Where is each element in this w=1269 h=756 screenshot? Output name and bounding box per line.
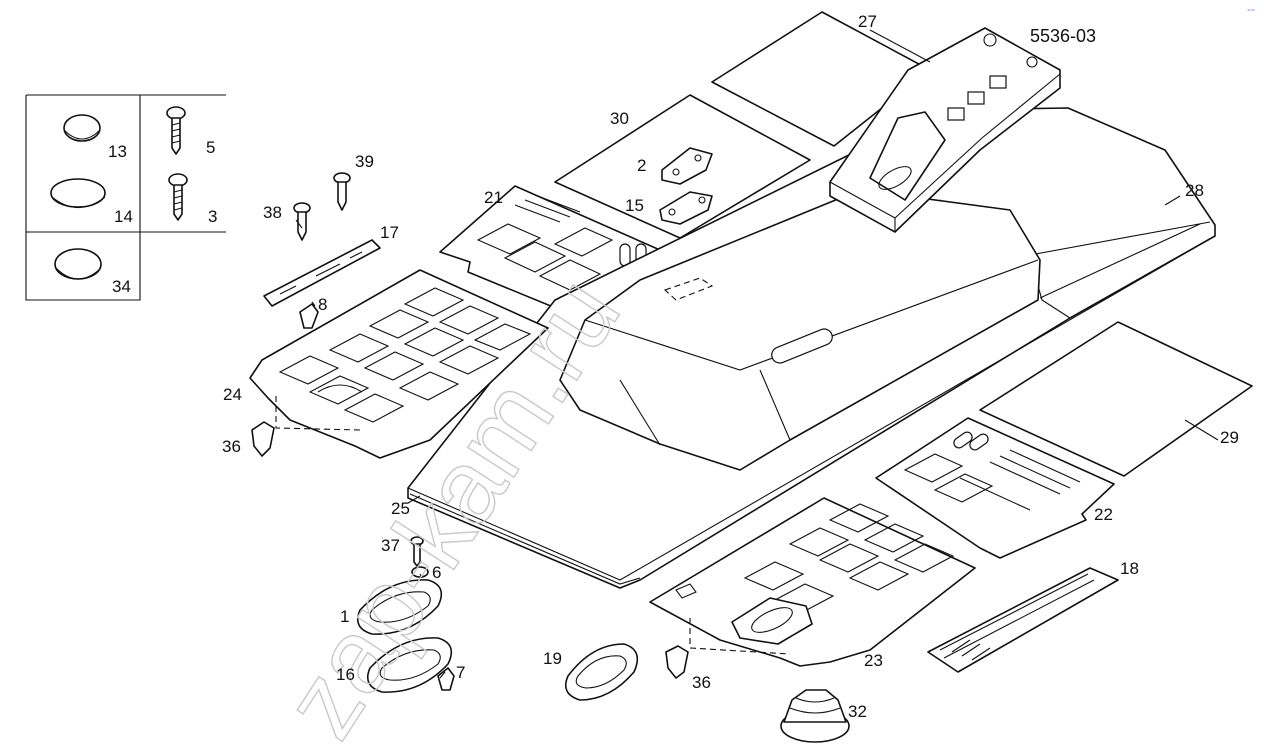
seal-16 (366, 637, 453, 693)
callout-1: 1 (340, 607, 349, 626)
diagram-code: 5536-03 (1030, 26, 1096, 46)
clip-7 (437, 667, 455, 691)
mat-23 (649, 497, 976, 667)
floor-base-25 (407, 27, 1216, 589)
callout-38: 38 (263, 203, 282, 222)
cover-plate-15 (659, 191, 713, 225)
screw-38 (293, 202, 311, 241)
clip-8 (299, 303, 319, 329)
sill-plate-18 (927, 567, 1119, 673)
screw-5-icon (166, 106, 186, 155)
callout-8: 8 (318, 295, 327, 314)
strip-17 (263, 239, 381, 307)
callout-21: 21 (484, 188, 503, 207)
mat-30 (554, 94, 811, 239)
clip-36-right (665, 645, 689, 679)
callout-37: 37 (381, 536, 400, 555)
plug-13-icon (63, 114, 101, 142)
callout-24: 24 (223, 385, 242, 404)
legend-box (25, 94, 226, 301)
callout-labels: 5536-03 13 14 34 5 3 27 28 29 30 2 15 21… (108, 12, 1239, 721)
callout-34: 34 (112, 277, 131, 296)
washer-6 (411, 566, 429, 578)
callout-32: 32 (848, 702, 867, 721)
leader-lines (295, 29, 1219, 679)
callout-13: 13 (108, 142, 127, 161)
seal-1 (356, 579, 443, 635)
mat-22 (875, 417, 1115, 559)
callout-22: 22 (1094, 505, 1113, 524)
callout-27: 27 (858, 12, 877, 31)
plug-34-icon (54, 248, 102, 280)
mat-24 (249, 269, 549, 459)
callout-39: 39 (355, 152, 374, 171)
screw-3-icon (168, 173, 188, 221)
callout-28: 28 (1185, 181, 1204, 200)
callout-16: 16 (336, 665, 355, 684)
boot-32 (780, 689, 850, 743)
callout-5: 5 (206, 138, 215, 157)
callout-19: 19 (543, 649, 562, 668)
callout-18: 18 (1120, 559, 1139, 578)
callout-36-left: 36 (222, 437, 241, 456)
callout-3: 3 (208, 207, 217, 226)
callout-29: 29 (1220, 428, 1239, 447)
clip-36-left (251, 421, 275, 457)
callout-7: 7 (456, 663, 465, 682)
callout-25: 25 (391, 499, 410, 518)
cover-plate-2 (661, 147, 713, 185)
mat-29 (979, 321, 1253, 477)
callout-36-right: 36 (692, 673, 711, 692)
seal-19 (564, 643, 639, 701)
screw-37 (410, 536, 424, 567)
callout-2: 2 (637, 156, 646, 175)
callout-23: 23 (864, 651, 883, 670)
callout-14: 14 (114, 207, 133, 226)
screw-39 (333, 172, 351, 211)
callout-17: 17 (380, 223, 399, 242)
callout-30: 30 (610, 109, 629, 128)
callout-6: 6 (432, 563, 441, 582)
corner-mark: -- (1247, 2, 1255, 16)
callout-15: 15 (625, 196, 644, 215)
plug-14-icon (50, 178, 106, 209)
